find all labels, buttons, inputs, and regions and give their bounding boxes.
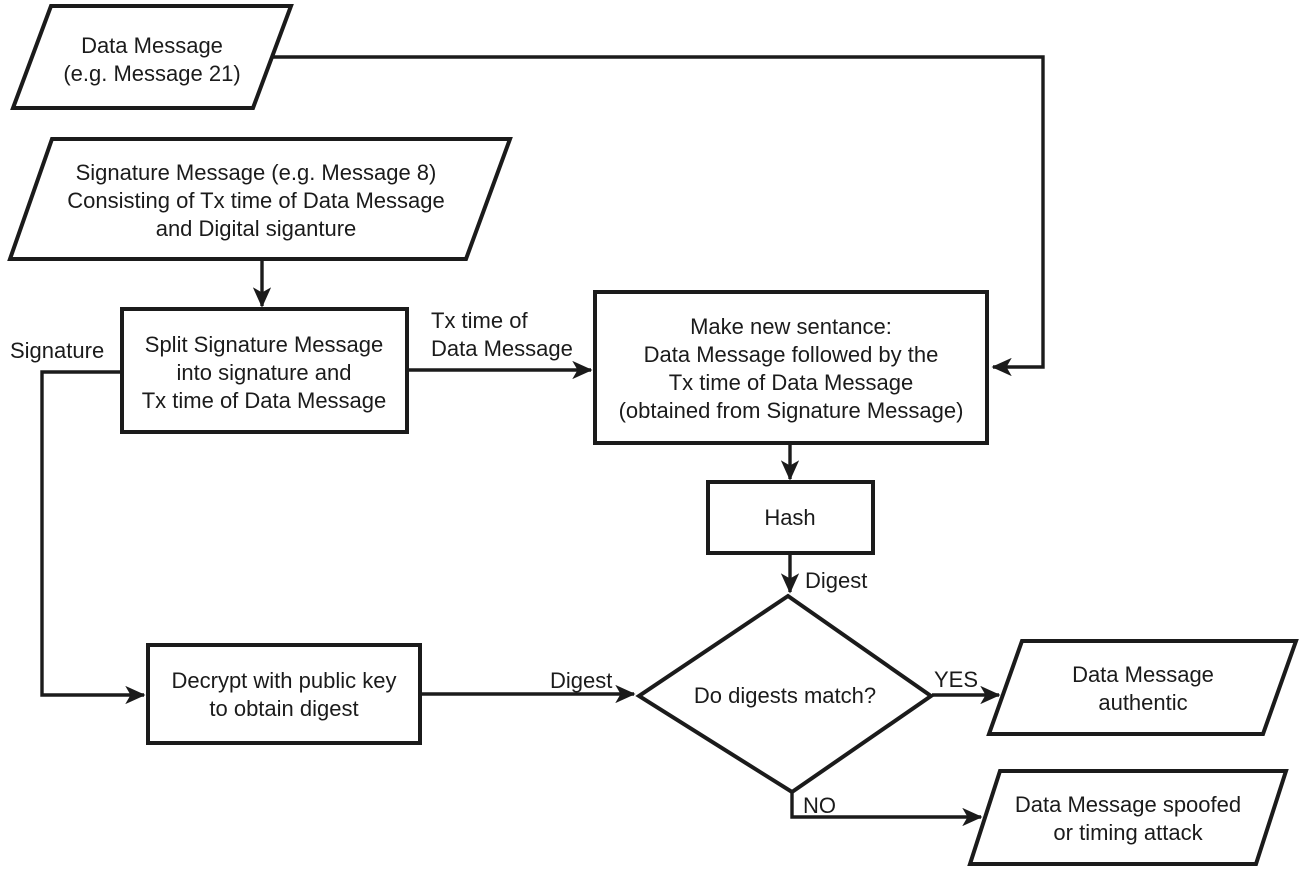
signature-edge-label: Signature: [10, 338, 104, 363]
digest-from-decrypt-edge-label: Digest: [550, 668, 612, 693]
decrypt-line1: Decrypt with public key: [172, 668, 397, 693]
make-sentence-box: [593, 290, 989, 445]
data-message-parallelogram: [10, 4, 294, 110]
node-labels: Data Message (e.g. Message 21) Signature…: [63, 33, 1241, 845]
tx-time-edge-label-line1: Tx time of: [431, 308, 528, 333]
make-sentence-line2: Data Message followed by the: [644, 342, 939, 367]
authentic-line2: authentic: [1098, 690, 1187, 715]
authentic-parallelogram: [986, 639, 1299, 736]
spoofed-parallelogram: [967, 769, 1289, 866]
arrow-decision-no-to-spoofed: [790, 793, 983, 827]
split-signature-label: Split Signature Message into signature a…: [142, 332, 387, 413]
make-sentence-line4: (obtained from Signature Message): [619, 398, 964, 423]
shapes: [7, 4, 1299, 866]
signature-message-label: Signature Message (e.g. Message 8) Consi…: [67, 160, 444, 241]
authentic-line1: Data Message: [1072, 662, 1214, 687]
no-edge-label: NO: [803, 793, 836, 818]
arrow-split-to-decrypt: [40, 370, 146, 705]
edge-labels: Signature Tx time of Data Message Digest…: [10, 308, 978, 818]
spoofed-label: Data Message spoofed or timing attack: [1015, 792, 1241, 845]
make-sentence-line1: Make new sentance:: [690, 314, 892, 339]
data-message-label: Data Message (e.g. Message 21): [63, 33, 240, 86]
connectors: [40, 55, 1045, 827]
split-line3: Tx time of Data Message: [142, 388, 387, 413]
decrypt-box: [146, 643, 422, 745]
split-line2: into signature and: [177, 360, 352, 385]
decrypt-label: Decrypt with public key to obtain digest: [172, 668, 397, 721]
data-message-line1: Data Message: [81, 33, 223, 58]
arrow-data-message-to-make-sentence: [271, 55, 1045, 377]
hash-box: [706, 480, 875, 555]
spoofed-line2: or timing attack: [1053, 820, 1203, 845]
decision-diamond: [635, 593, 935, 795]
authentic-label: Data Message authentic: [1072, 662, 1214, 715]
spoofed-line1: Data Message spoofed: [1015, 792, 1241, 817]
decrypt-line2: to obtain digest: [209, 696, 358, 721]
signature-message-line2: Consisting of Tx time of Data Message: [67, 188, 444, 213]
tx-time-edge-label-line2: Data Message: [431, 336, 573, 361]
make-sentence-line3: Tx time of Data Message: [669, 370, 914, 395]
split-signature-box: [120, 307, 409, 434]
decision-label: Do digests match?: [694, 683, 876, 708]
split-line1: Split Signature Message: [145, 332, 383, 357]
signature-message-line3: and Digital siganture: [156, 216, 357, 241]
hash-label: Hash: [764, 505, 815, 530]
signature-message-parallelogram: [7, 137, 513, 261]
make-sentence-label: Make new sentance: Data Message followed…: [619, 314, 964, 423]
digest-from-hash-edge-label: Digest: [805, 568, 867, 593]
data-message-line2: (e.g. Message 21): [63, 61, 240, 86]
yes-edge-label: YES: [934, 667, 978, 692]
signature-message-line1: Signature Message (e.g. Message 8): [76, 160, 437, 185]
